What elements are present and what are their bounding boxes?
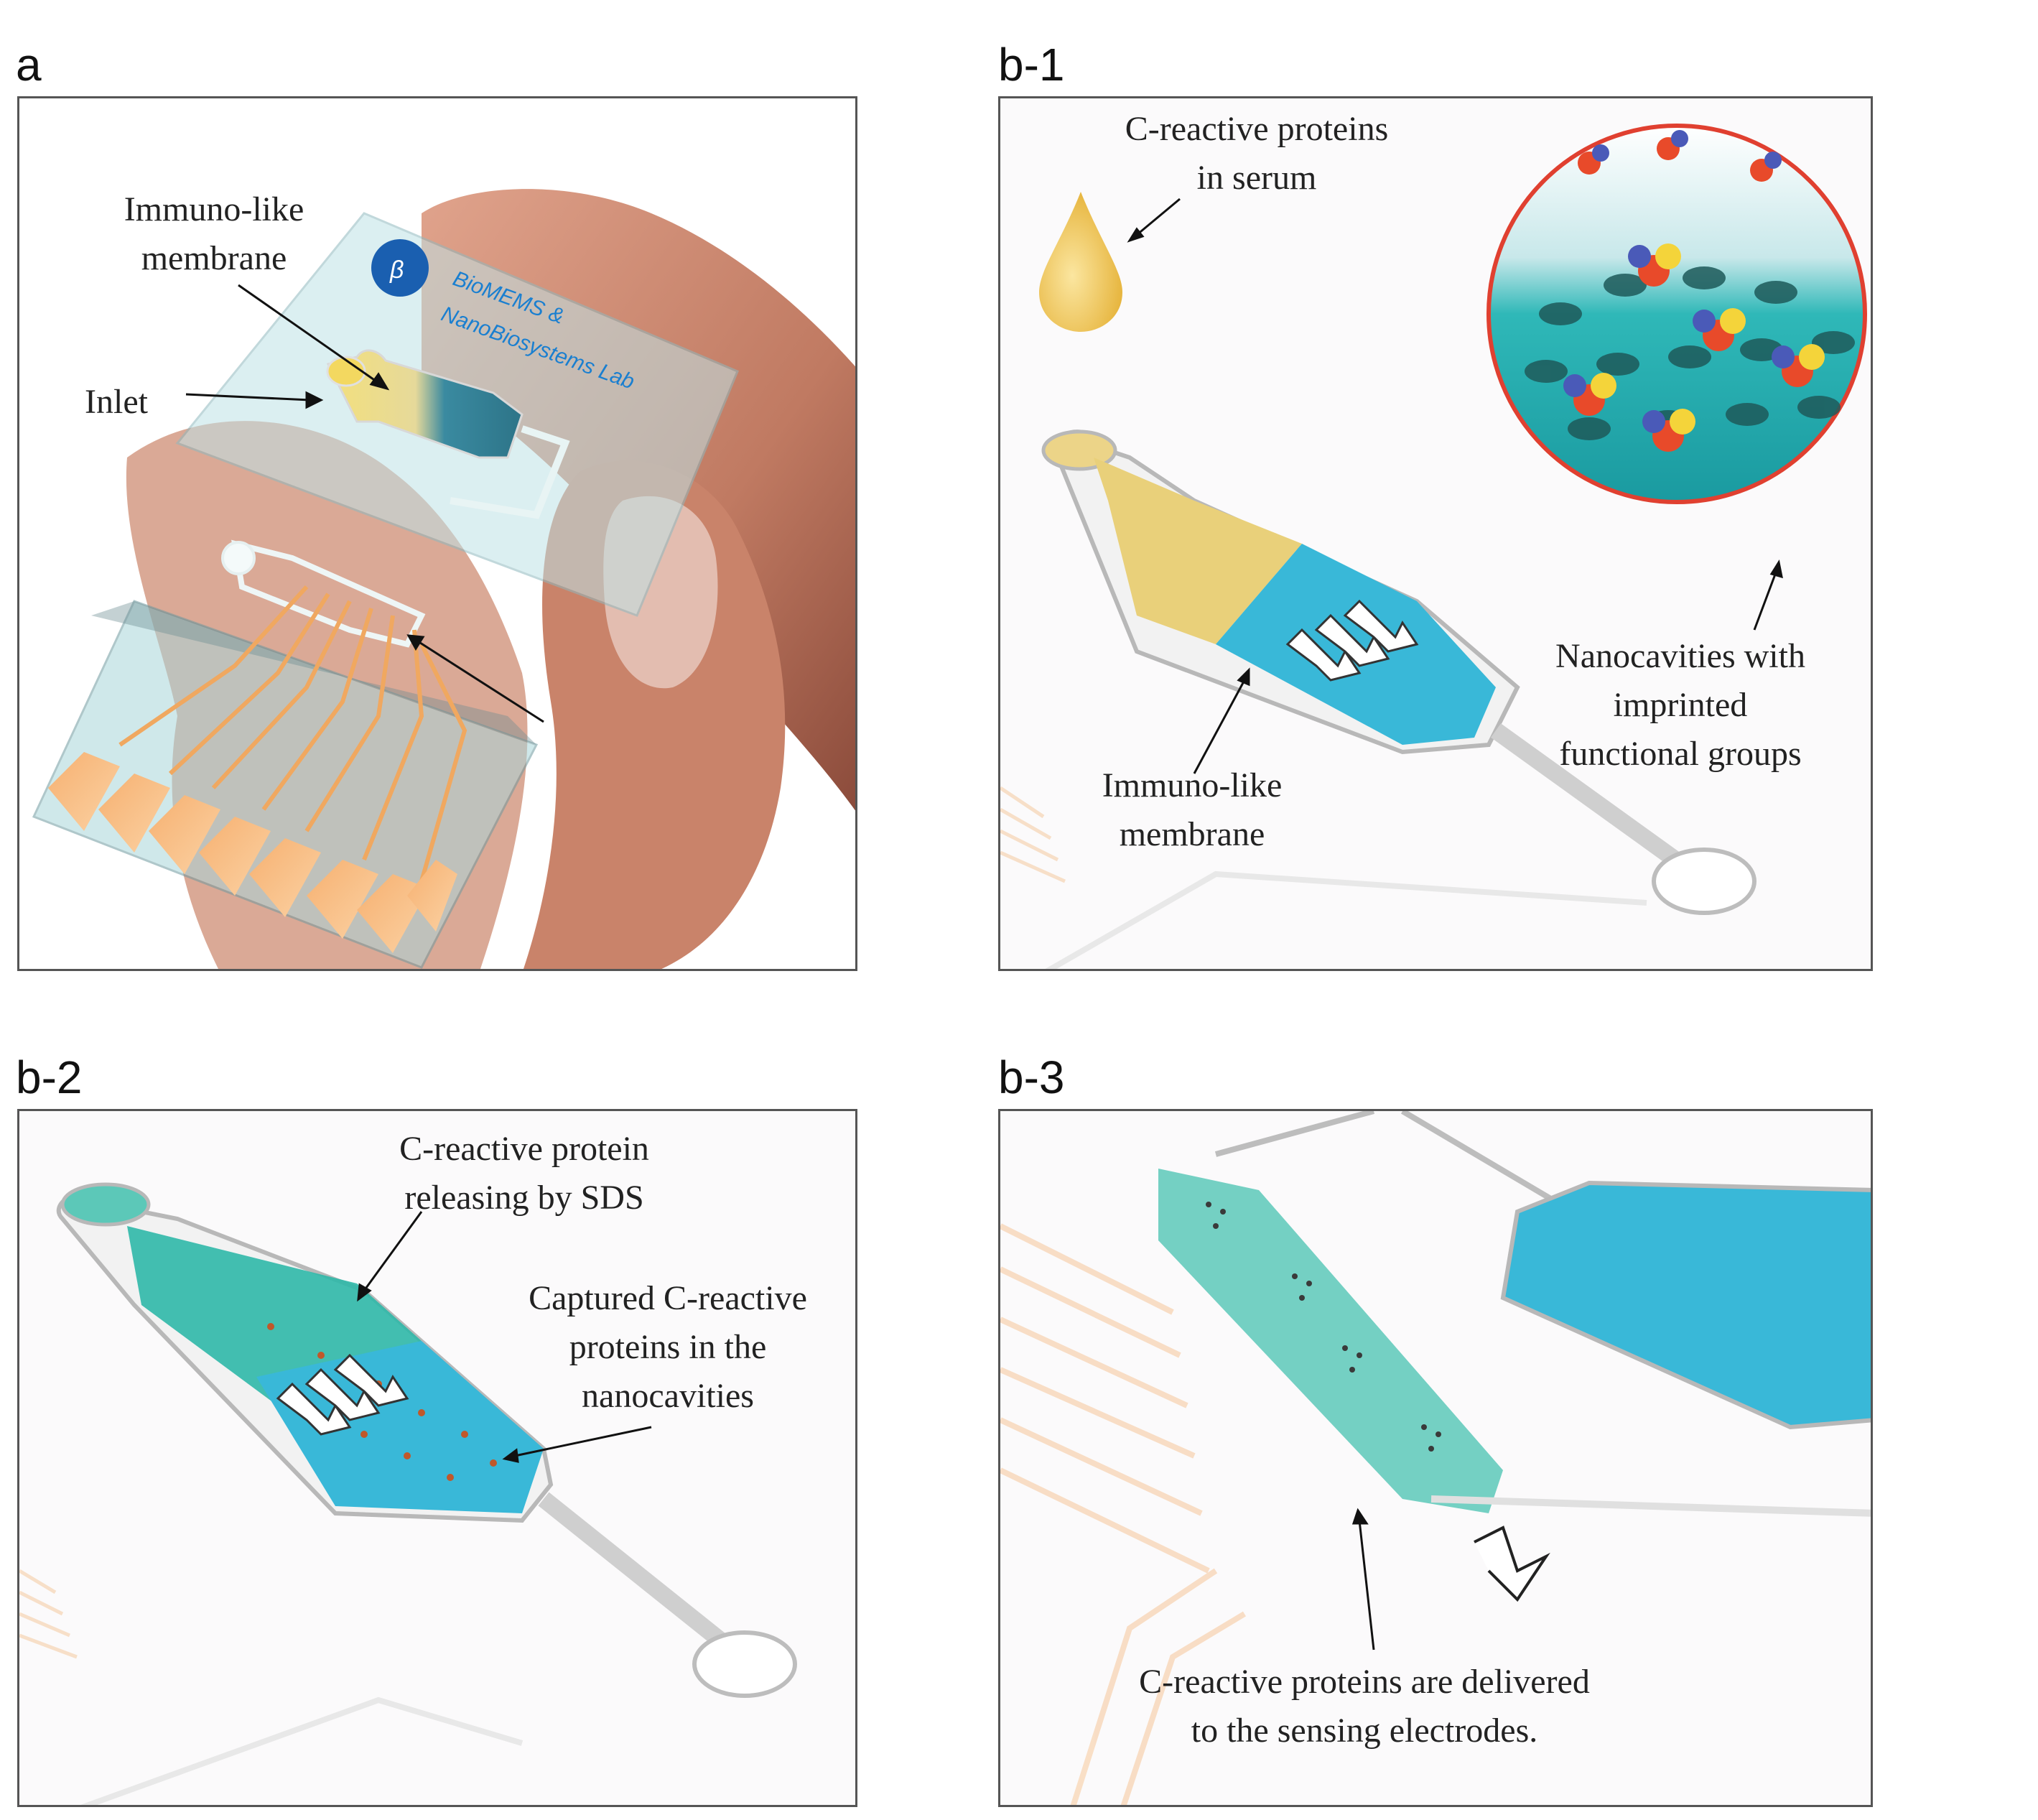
b3-faint-electrodes — [1000, 1223, 1247, 1805]
b1-label-membrane-line2: membrane — [1119, 815, 1265, 853]
panel-letter-b1: b-1 — [998, 39, 1065, 90]
b2-label-captured-line1: Captured C-reactive — [529, 1279, 807, 1317]
crp-protein-clusters — [1563, 130, 1825, 452]
b3-membrane-chamber — [1500, 1180, 1871, 1430]
b1-faint-electrodes — [1000, 786, 1066, 883]
b1-label-nano-line1: Nanocavities with — [1555, 637, 1805, 675]
panel-a-label-membrane-line2: membrane — [141, 239, 287, 277]
b1-label-nano-line3: functional groups — [1559, 735, 1802, 773]
panel-b3-illustration — [1000, 1111, 1871, 1805]
b1-label-crp-line1: C-reactive proteins — [1125, 110, 1389, 148]
inlet-port — [326, 356, 366, 387]
panel-b1 — [998, 96, 1873, 971]
b3-sensing-channel — [1158, 1169, 1503, 1513]
b1-outlet-channel — [1490, 723, 1681, 867]
b3-label-delivered-line2: to the sensing electrodes. — [1191, 1712, 1538, 1750]
serum-droplet — [1039, 192, 1122, 332]
lab-logo — [371, 239, 429, 297]
panel-a-photo: β — [17, 96, 857, 971]
b1-label-membrane-line1: Immuno-like — [1102, 766, 1283, 804]
b3-curved-arrow-icon — [1474, 1526, 1550, 1602]
b2-label-release-line1: C-reactive protein — [399, 1130, 649, 1168]
panel-b2-illustration — [19, 1182, 797, 1805]
b2-flow-arrows — [276, 1353, 409, 1436]
chip-photo-illustration: β — [19, 98, 855, 969]
b2-label-captured-line2: proteins in the — [569, 1328, 767, 1366]
panel-b3 — [998, 1109, 1873, 1807]
b1-label-nano-line2: imprinted — [1613, 686, 1748, 724]
panel-a-label-membrane-line1: Immuno-like — [124, 190, 304, 228]
panel-letter-b3: b-3 — [998, 1051, 1065, 1103]
sensing-chamber — [231, 539, 426, 648]
b2-faint-electrodes — [19, 1569, 78, 1659]
annotation-arrows — [185, 284, 544, 723]
panel-letter-b2: b-2 — [16, 1051, 83, 1103]
glass-chip-lower — [32, 600, 539, 969]
outlet-channel — [450, 425, 570, 519]
b2-label-captured-line3: nanocavities — [582, 1377, 754, 1415]
b2-label-release-line2: releasing by SDS — [404, 1179, 644, 1217]
panel-b1-illustration — [1000, 124, 1867, 969]
b3-annotation-arrows — [1351, 1508, 1375, 1650]
svg-text:β: β — [389, 256, 404, 284]
panel-letter-a: a — [16, 39, 42, 90]
b3-delivered-proteins — [1206, 1202, 1441, 1452]
electrode-pads — [48, 752, 457, 953]
b1-outlet-port — [1652, 848, 1757, 915]
b3-label-delivered-line1: C-reactive proteins are delivered — [1139, 1663, 1590, 1701]
nanocavity-magnifier — [1486, 124, 1867, 504]
panel-b2 — [17, 1109, 857, 1807]
b3-outlet-channel — [1430, 1495, 1871, 1517]
b2-annotation-arrows — [357, 1211, 652, 1463]
panel-a-label-inlet: Inlet — [85, 383, 148, 421]
b2-outlet-channel — [538, 1492, 729, 1650]
b1-flow-arrows — [1285, 599, 1419, 682]
b2-outlet-port — [692, 1630, 797, 1698]
electrode-traces — [118, 585, 467, 882]
b2-inlet-port — [60, 1182, 151, 1227]
b1-annotation-arrows — [1127, 198, 1783, 774]
b1-label-crp-line2: in serum — [1196, 159, 1317, 197]
b1-serum-region — [1094, 458, 1302, 644]
